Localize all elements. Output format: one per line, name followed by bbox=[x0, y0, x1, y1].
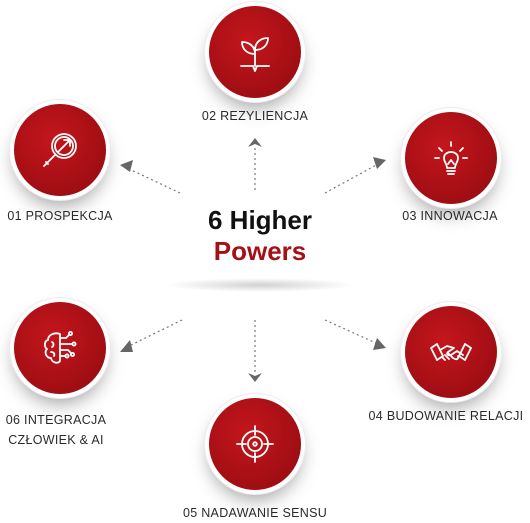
label-rezyliencja: 02 REZYLIENCJA bbox=[201, 109, 309, 123]
handshake-icon bbox=[430, 343, 472, 361]
label-integracja-line1: 06 INTEGRACJA bbox=[5, 413, 107, 427]
arrowhead-06 bbox=[120, 340, 133, 352]
connector-01 bbox=[126, 167, 181, 194]
arrowhead-04 bbox=[373, 338, 386, 350]
arrowhead-02 bbox=[248, 138, 262, 147]
arrowhead-05 bbox=[248, 373, 262, 382]
connector-03 bbox=[324, 163, 379, 194]
node-budowanie-relacji[interactable] bbox=[405, 306, 497, 398]
node-rezyliencja[interactable] bbox=[209, 6, 301, 98]
connector-06 bbox=[126, 319, 183, 348]
center-title-line1: 6 Higher bbox=[207, 205, 313, 235]
label-integracja-line2: CZŁOWIEK & AI bbox=[8, 433, 104, 447]
brain-circuit-icon bbox=[43, 331, 77, 364]
lightbulb-icon bbox=[434, 141, 468, 175]
label-innowacja: 03 INNOWACJA bbox=[402, 209, 498, 223]
arrowhead-03 bbox=[373, 157, 386, 169]
center-title-line2: Powers bbox=[213, 236, 307, 266]
center-title: 6 Higher Powers bbox=[160, 205, 360, 267]
label-prospekcja: 01 PROSPEKCJA bbox=[7, 209, 113, 223]
node-innowacja[interactable] bbox=[405, 112, 497, 204]
center-shadow bbox=[165, 278, 355, 292]
node-nadawanie-sensu[interactable] bbox=[209, 398, 301, 490]
magnifier-chart-icon bbox=[43, 133, 77, 167]
target-icon bbox=[236, 425, 274, 463]
connector-04 bbox=[324, 319, 379, 345]
node-integracja[interactable] bbox=[14, 302, 106, 394]
label-integracja: 06 INTEGRACJA CZŁOWIEK & AI bbox=[0, 410, 112, 450]
label-budowanie-relacji: 04 BUDOWANIE RELACJI bbox=[368, 409, 524, 423]
label-nadawanie-sensu: 05 NADAWANIE SENSU bbox=[182, 506, 328, 520]
node-prospekcja[interactable] bbox=[14, 104, 106, 196]
arrowhead-01 bbox=[120, 160, 133, 172]
sprout-icon bbox=[240, 37, 270, 72]
